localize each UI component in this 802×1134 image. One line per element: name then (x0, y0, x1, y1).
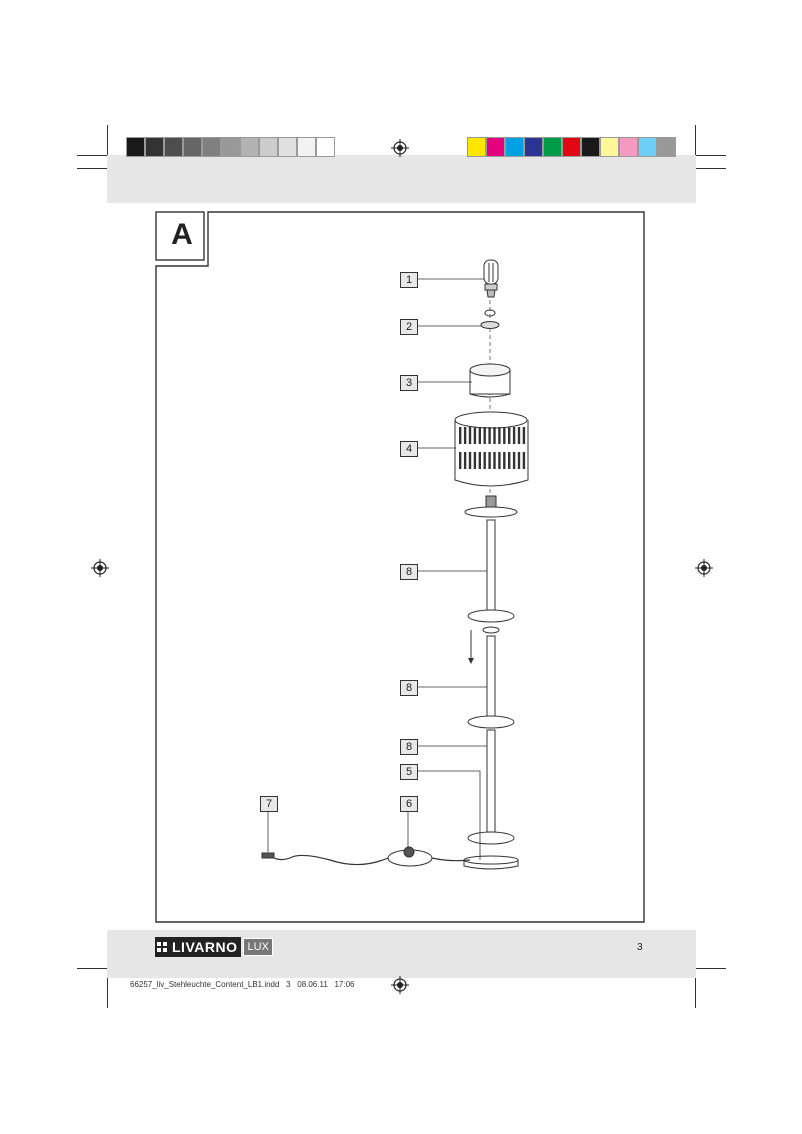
callout-8-middle: 8 (400, 680, 418, 696)
crop-mark (107, 978, 108, 1008)
crop-mark (696, 168, 726, 169)
registration-mark-icon (91, 559, 109, 577)
page-number: 3 (637, 942, 643, 953)
grey-swatch (240, 137, 259, 157)
callout-4: 4 (400, 441, 418, 457)
color-swatch-bar (467, 137, 676, 157)
grey-swatch (145, 137, 164, 157)
grey-swatch (297, 137, 316, 157)
callout-8-upper: 8 (400, 564, 418, 580)
brand-logo: LIVARNO LUX (155, 937, 273, 957)
callout-3: 3 (400, 375, 418, 391)
callout-8-lower: 8 (400, 739, 418, 755)
color-swatch (467, 137, 486, 157)
grey-swatch-bar (126, 137, 335, 157)
crop-mark (107, 125, 108, 155)
grey-swatch (221, 137, 240, 157)
grey-swatch (278, 137, 297, 157)
logo-text: LIVARNO (172, 939, 238, 955)
crop-mark (77, 968, 107, 969)
color-swatch (581, 137, 600, 157)
grey-swatch (126, 137, 145, 157)
logo-mark-icon (157, 942, 167, 952)
color-swatch (486, 137, 505, 157)
color-swatch (638, 137, 657, 157)
color-swatch (524, 137, 543, 157)
logo-lux-text: LUX (243, 938, 273, 956)
figure-label: A (171, 218, 193, 251)
crop-mark (695, 125, 696, 155)
callout-6: 6 (400, 796, 418, 812)
grey-swatch (202, 137, 221, 157)
inner-shade-icon (469, 363, 511, 398)
color-swatch (600, 137, 619, 157)
crop-mark (696, 968, 726, 969)
crop-mark (695, 978, 696, 1008)
callout-1: 1 (400, 272, 418, 288)
callout-2: 2 (400, 319, 418, 335)
grey-swatch (183, 137, 202, 157)
color-swatch (505, 137, 524, 157)
crop-mark (696, 155, 726, 156)
crop-mark (77, 168, 107, 169)
print-slug: 66257_liv_Stehleuchte_Content_LB1.indd 3… (130, 980, 355, 989)
callout-7: 7 (260, 796, 278, 812)
registration-mark-icon (391, 139, 409, 157)
color-swatch (562, 137, 581, 157)
grey-swatch (259, 137, 278, 157)
registration-mark-icon (695, 559, 713, 577)
color-swatch (619, 137, 638, 157)
crop-mark (77, 155, 107, 156)
registration-mark-icon (391, 976, 409, 994)
color-swatch (657, 137, 676, 157)
bulb-icon (483, 259, 499, 298)
grey-swatch (164, 137, 183, 157)
header-band (107, 155, 696, 203)
callout-5: 5 (400, 764, 418, 780)
foot-switch-icon (387, 846, 433, 867)
grey-swatch (316, 137, 335, 157)
color-swatch (543, 137, 562, 157)
outer-shade-icon (454, 411, 529, 487)
